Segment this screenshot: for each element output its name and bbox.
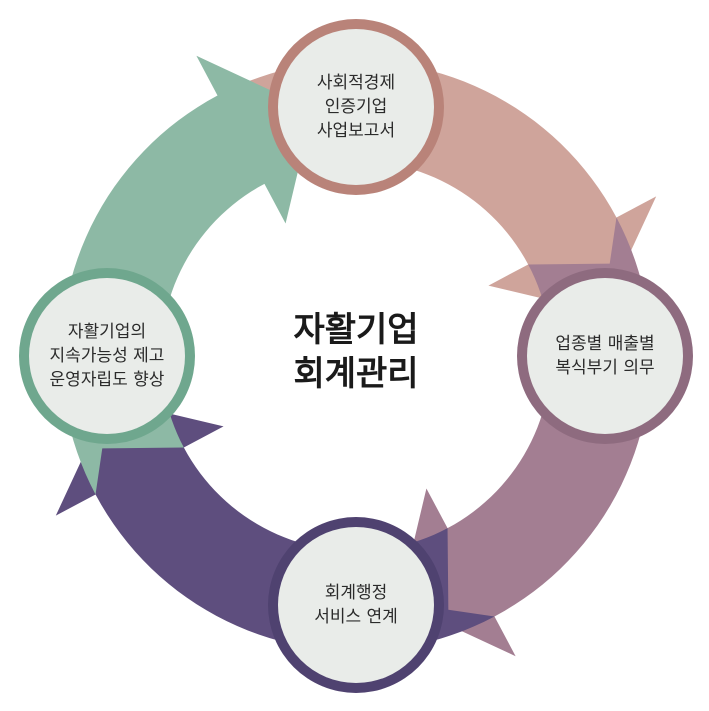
node-label-line: 서비스 연계 (314, 607, 398, 627)
center-title-line-1: 자활기업 (293, 310, 419, 350)
node-double-entry-bookkeeping (527, 278, 683, 434)
node-sustainability (29, 278, 185, 434)
node-label-line: 회계행정 (324, 583, 388, 603)
node-label-line: 사회적경제 (316, 73, 396, 93)
node-label-double-entry-bookkeeping: 업종별 매출별 복식부기 의무 (505, 332, 705, 380)
node-label-line: 업종별 매출별 (555, 334, 655, 354)
center-title-line-2: 회계관리 (293, 354, 419, 394)
node-social-economy-report (278, 29, 434, 185)
node-accounting-service-link (278, 527, 434, 683)
center-title: 자활기업 회계관리 (293, 308, 418, 396)
node-label-line: 인증기업 (324, 97, 388, 117)
node-label-sustainability: 자활기업의 지속가능성 제고 운영자립도 향상 (7, 320, 207, 392)
node-label-line: 복식부기 의무 (555, 358, 655, 378)
node-label-line: 운영자립도 향상 (49, 370, 165, 390)
node-label-line: 지속가능성 제고 (49, 346, 165, 366)
node-label-social-economy-report: 사회적경제 인증기업 사업보고서 (256, 71, 456, 143)
cycle-nodes (19, 19, 693, 693)
node-label-line: 자활기업의 (67, 322, 147, 342)
node-label-accounting-service-link: 회계행정 서비스 연계 (256, 581, 456, 629)
node-label-line: 사업보고서 (316, 121, 396, 141)
